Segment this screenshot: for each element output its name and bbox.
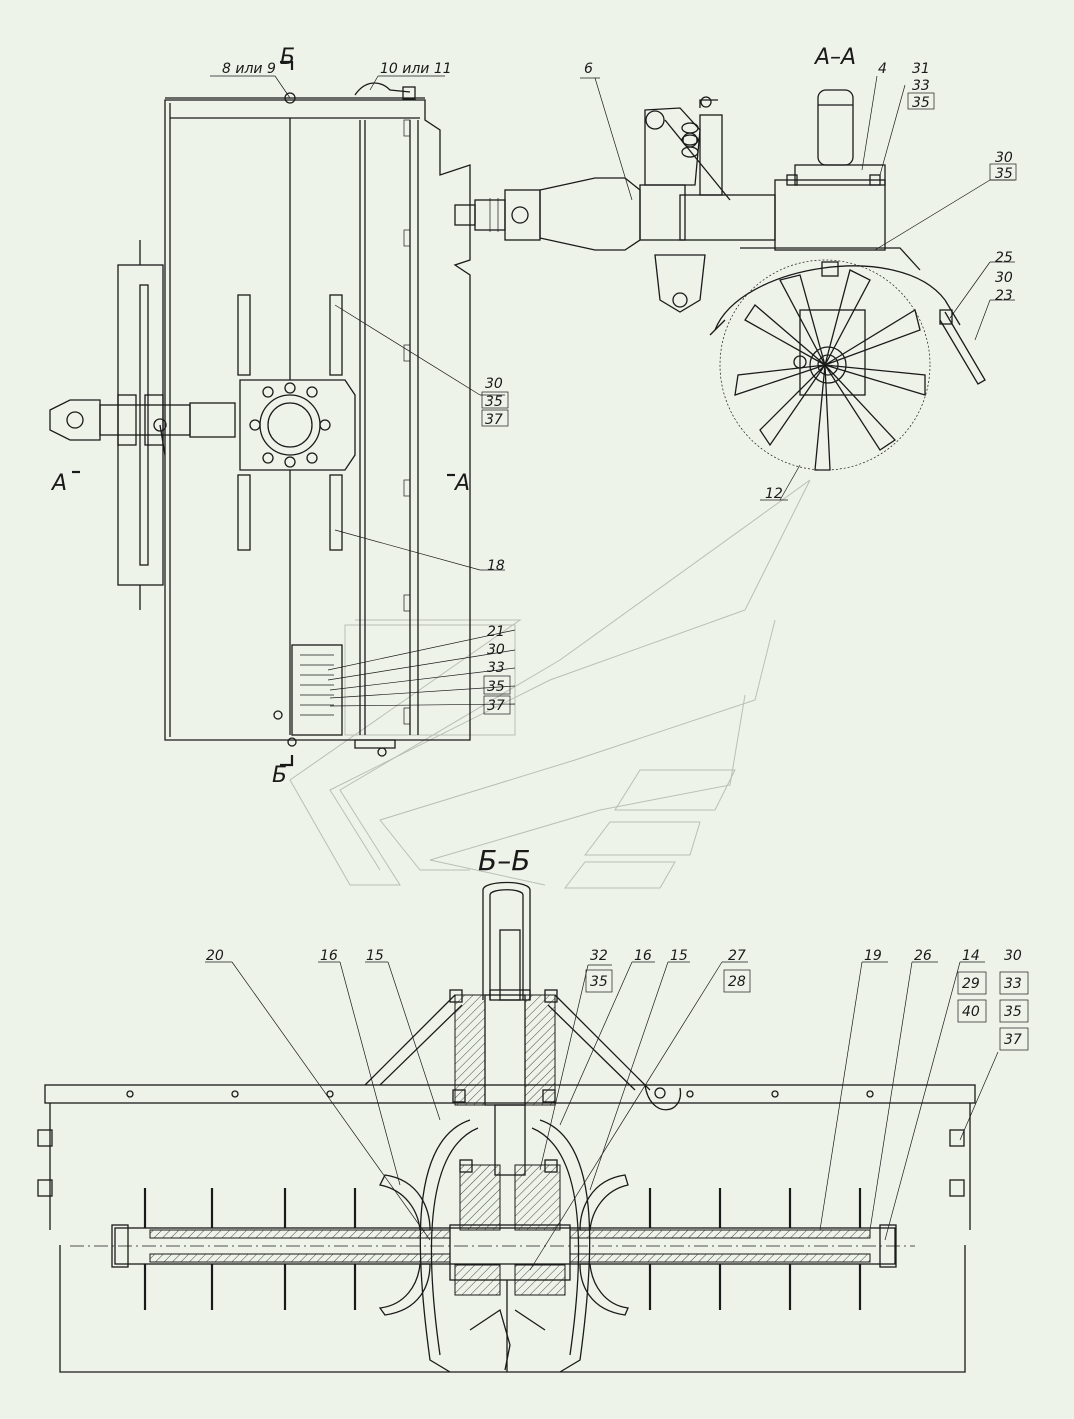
part-label-18: 18 xyxy=(487,558,505,574)
section-aa-title: А–А xyxy=(813,45,856,70)
part-label-35: 35 xyxy=(912,95,930,111)
watermark-chevrons xyxy=(289,479,811,889)
part-label-30: 30 xyxy=(995,150,1013,166)
leaders-bottom xyxy=(205,961,999,1271)
part-label-35: 35 xyxy=(487,679,505,695)
part-label-15: 15 xyxy=(670,948,688,964)
section-mark-b-bottom: Б xyxy=(272,763,287,788)
part-label-15: 15 xyxy=(366,948,384,964)
part-label-12: 12 xyxy=(765,486,783,502)
part-label-35: 35 xyxy=(1004,1004,1022,1020)
part-label-29: 29 xyxy=(962,976,980,992)
part-label-8-9: 8 или 9 xyxy=(222,61,276,77)
part-label-14: 14 xyxy=(962,948,980,964)
part-label-28: 28 xyxy=(728,974,746,990)
part-labels-bottom: 20 16 15 32 35 16 15 27 28 19 26 14 29 4… xyxy=(206,948,1022,1048)
part-label-30: 30 xyxy=(995,270,1013,286)
part-label-37: 37 xyxy=(485,412,503,428)
part-label-35: 35 xyxy=(590,974,608,990)
part-label-33: 33 xyxy=(912,78,930,94)
part-label-30: 30 xyxy=(1004,948,1022,964)
part-label-33: 33 xyxy=(1004,976,1022,992)
section-mark-b-top: Б xyxy=(280,45,295,70)
section-bb-title: Б–Б xyxy=(478,844,530,877)
part-label-25: 25 xyxy=(995,250,1013,266)
section-bb-view xyxy=(37,881,976,1373)
part-label-30: 30 xyxy=(487,642,505,658)
part-label-37: 37 xyxy=(487,698,505,714)
part-label-31: 31 xyxy=(912,61,930,77)
part-label-19: 19 xyxy=(864,948,882,964)
part-label-26: 26 xyxy=(914,948,932,964)
section-labels: А–А Б–Б А А Б Б xyxy=(50,45,856,877)
part-label-16: 16 xyxy=(634,948,652,964)
part-label-10-11: 10 или 11 xyxy=(380,61,452,77)
leaders-top-left xyxy=(210,75,516,707)
section-mark-a-left: А xyxy=(50,471,67,496)
leaders-top-right xyxy=(580,75,1015,501)
part-label-35: 35 xyxy=(995,166,1013,182)
part-labels-top: 8 или 9 10 или 11 6 4 31 33 35 30 35 25 … xyxy=(222,61,1013,714)
part-label-32: 32 xyxy=(590,948,608,964)
part-label-23: 23 xyxy=(995,288,1013,304)
part-label-35: 35 xyxy=(485,394,503,410)
part-label-21: 21 xyxy=(487,624,505,640)
part-label-20: 20 xyxy=(206,948,224,964)
part-label-30: 30 xyxy=(485,376,503,392)
part-label-27: 27 xyxy=(728,948,746,964)
part-label-40: 40 xyxy=(962,1004,980,1020)
part-label-6: 6 xyxy=(584,61,593,77)
part-label-37: 37 xyxy=(1004,1032,1022,1048)
section-aa-view xyxy=(454,89,986,471)
part-label-4: 4 xyxy=(878,61,887,77)
part-label-33: 33 xyxy=(487,660,505,676)
plan-view xyxy=(49,60,471,767)
section-mark-a-right: А xyxy=(453,471,470,496)
label-boxes xyxy=(481,92,1029,1051)
part-label-16: 16 xyxy=(320,948,338,964)
